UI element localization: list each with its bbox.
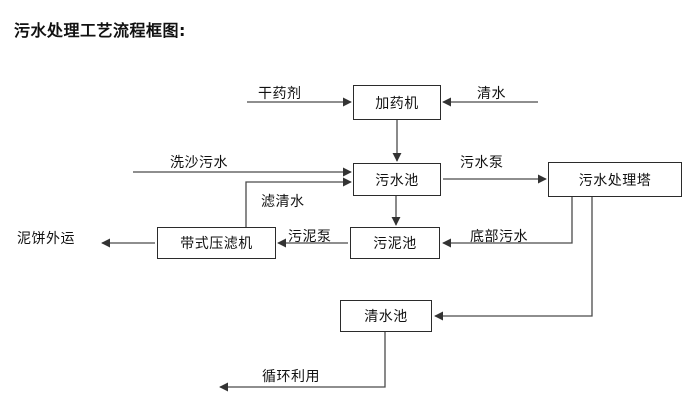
edge-tower-to-clear-water-pool bbox=[434, 197, 593, 321]
edge-label-text: 污水泵 bbox=[460, 155, 504, 171]
edge-label-text: 干药剂 bbox=[258, 86, 302, 102]
node-label: 清水池 bbox=[364, 309, 408, 325]
node-sewage-pool[interactable]: 污水池 bbox=[353, 163, 441, 196]
node-label: 污水处理塔 bbox=[578, 172, 652, 189]
edge-label-mud-cake-out: 泥饼外运 bbox=[17, 228, 75, 248]
edge-label-dry-chemical: 干药剂 bbox=[258, 83, 302, 103]
node-label: 污水池 bbox=[375, 172, 419, 189]
node-belt-filter-press[interactable]: 带式压滤机 bbox=[157, 227, 276, 259]
edge-label-text: 泥饼外运 bbox=[17, 231, 75, 247]
node-label: 带式压滤机 bbox=[180, 236, 253, 252]
node-label: 加药机 bbox=[375, 95, 419, 112]
page-title: 污水处理工艺流程框图: bbox=[14, 21, 186, 40]
edge-label-text: 循环利用 bbox=[262, 369, 320, 385]
node-sludge-pool[interactable]: 污泥池 bbox=[350, 227, 440, 259]
edge-label-text: 底部污水 bbox=[470, 229, 528, 245]
edge-label-sand-wash-sewage: 洗沙污水 bbox=[170, 152, 228, 172]
edge-label-text: 污泥泵 bbox=[288, 229, 332, 245]
node-dosing-machine[interactable]: 加药机 bbox=[353, 85, 441, 120]
edge-label-clean-water: 清水 bbox=[477, 83, 506, 103]
edge-label-text: 洗沙污水 bbox=[170, 155, 228, 171]
node-treatment-tower[interactable]: 污水处理塔 bbox=[548, 162, 682, 197]
edge-label-text: 清水 bbox=[477, 86, 506, 102]
edge-label-bottom-sewage: 底部污水 bbox=[470, 226, 528, 246]
edge-filtered-water bbox=[245, 177, 352, 227]
edge-label-recycle-reuse: 循环利用 bbox=[262, 366, 320, 386]
node-label: 污泥池 bbox=[373, 236, 417, 252]
edge-label-text: 滤清水 bbox=[261, 194, 305, 210]
edge-label-sewage-pump: 污水泵 bbox=[460, 152, 504, 172]
node-clear-water-pool[interactable]: 清水池 bbox=[340, 300, 432, 332]
edge-label-sludge-pump: 污泥泵 bbox=[288, 226, 332, 246]
edge-label-filtered-water: 滤清水 bbox=[261, 191, 305, 211]
edge-recycle-reuse bbox=[219, 332, 386, 392]
edge-bottom-sewage bbox=[442, 197, 573, 248]
